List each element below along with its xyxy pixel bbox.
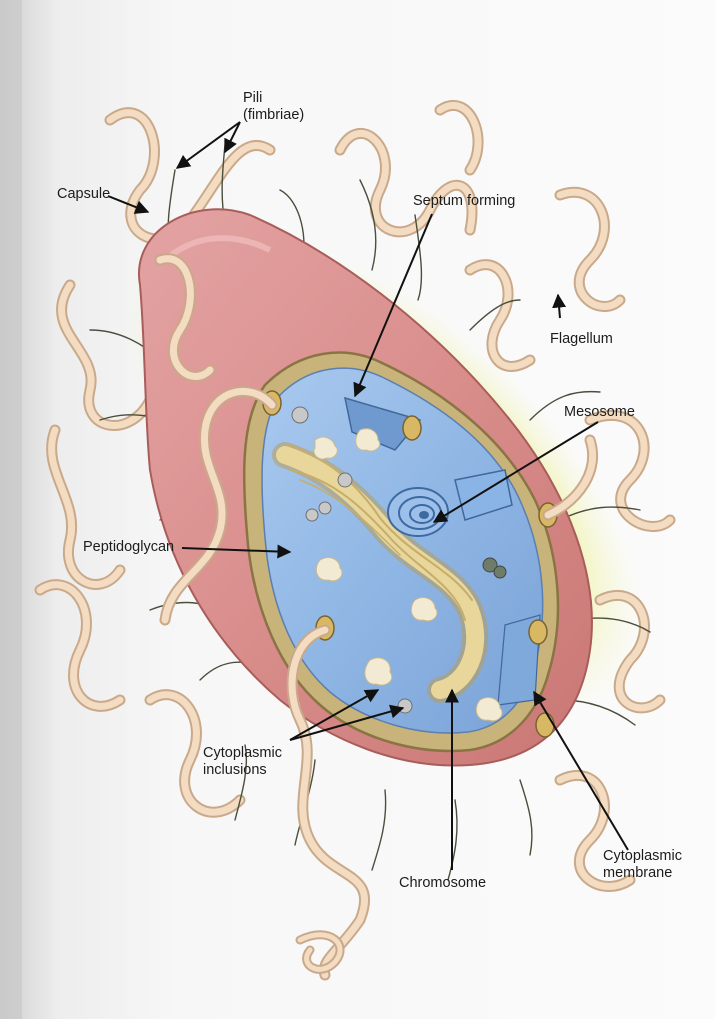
label-chromosome: Chromosome: [399, 875, 486, 892]
label-flagellum: Flagellum: [550, 331, 613, 348]
label-inclusions-line2: inclusions: [203, 762, 282, 779]
label-pili-line2: (fimbriae): [243, 107, 304, 124]
label-septum-forming: Septum forming: [413, 193, 515, 210]
label-pili-line1: Pili: [243, 90, 304, 107]
label-pili: Pili (fimbriae): [243, 90, 304, 124]
label-membrane-line1: Cytoplasmic: [603, 848, 682, 865]
label-capsule: Capsule: [57, 186, 110, 203]
label-cytoplasmic-membrane: Cytoplasmic membrane: [603, 848, 682, 882]
label-peptidoglycan: Peptidoglycan: [83, 539, 174, 556]
label-inclusions-line1: Cytoplasmic: [203, 745, 282, 762]
label-mesosome: Mesosome: [564, 404, 635, 421]
page-shadow: [0, 0, 22, 1019]
label-membrane-line2: membrane: [603, 865, 682, 882]
label-cytoplasmic-inclusions: Cytoplasmic inclusions: [203, 745, 282, 779]
